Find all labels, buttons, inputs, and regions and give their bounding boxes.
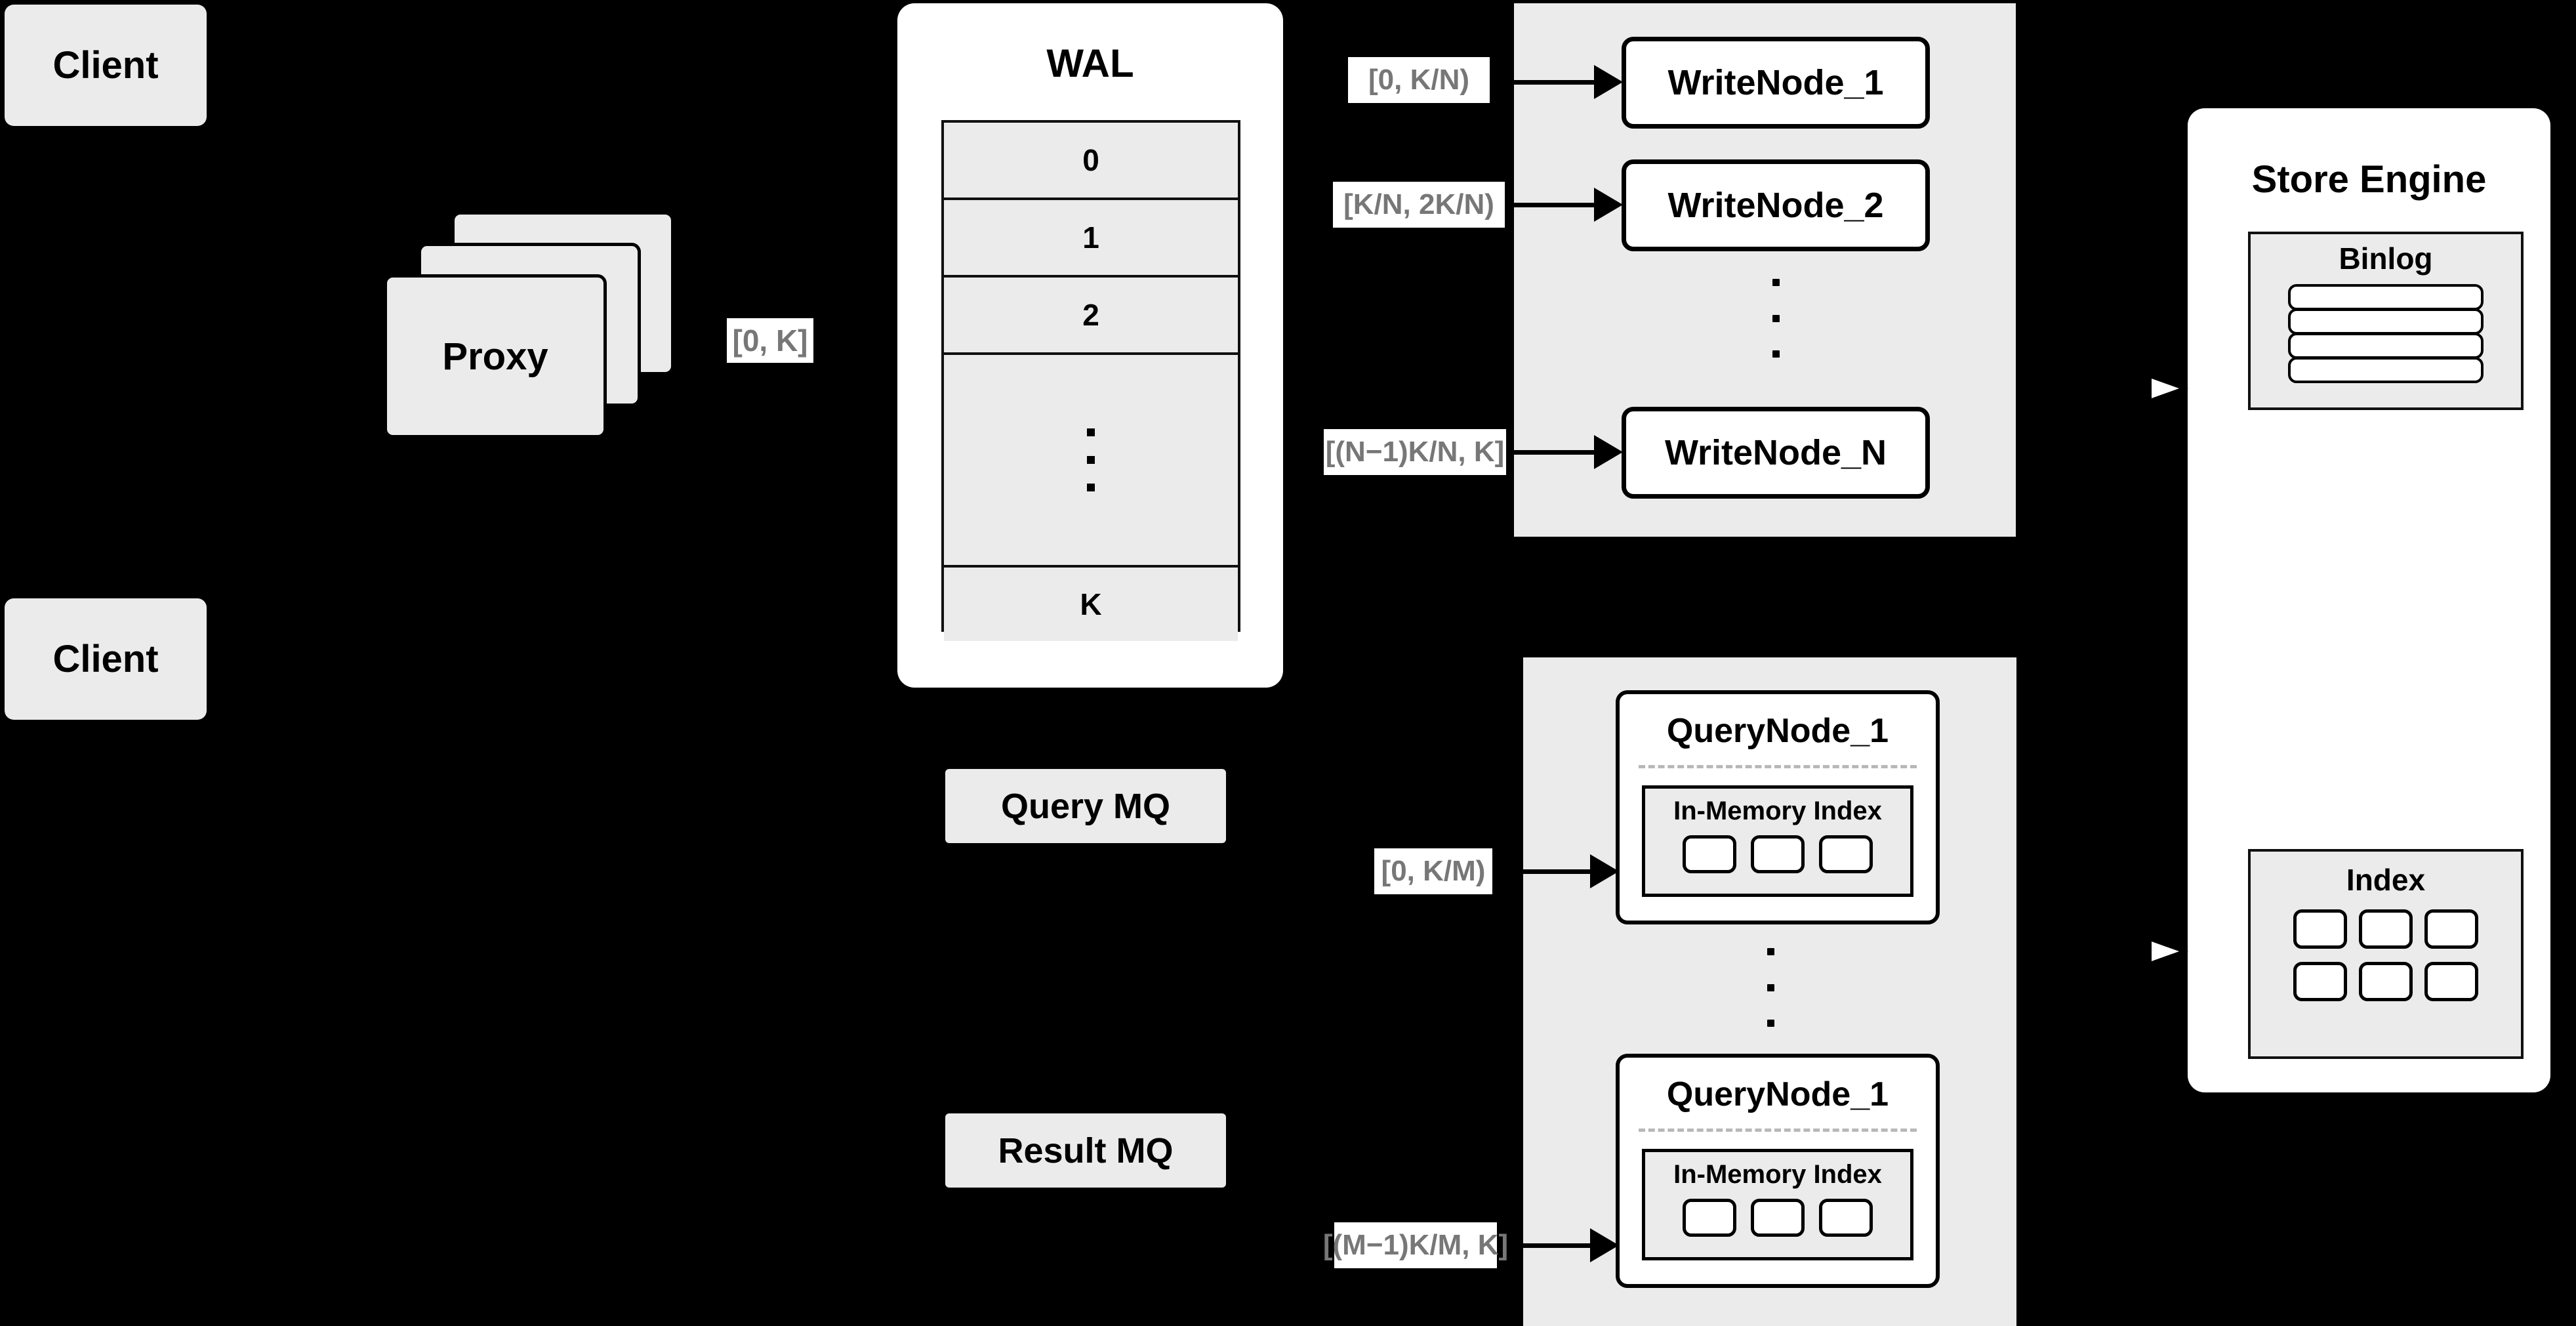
- index-cell: [1683, 1199, 1736, 1237]
- binlog-row: [2288, 308, 2484, 335]
- index-cell: [2359, 909, 2413, 949]
- index-cell: [2293, 962, 2347, 1001]
- wal-entry-table: 0 1 2 K: [941, 120, 1240, 641]
- binlog-row: [2288, 357, 2484, 383]
- result-mq-label: Result MQ: [998, 1130, 1174, 1171]
- client-label: Client: [52, 638, 159, 680]
- query-mq-label: Query MQ: [1000, 786, 1171, 826]
- result-mq-node[interactable]: Result MQ: [945, 1113, 1226, 1188]
- binlog-row: [2288, 333, 2484, 359]
- write-node-label: WriteNode_2: [1667, 186, 1884, 225]
- write-node-2-arrow-head: [1594, 188, 1623, 222]
- write-node-2-arrow-line: [1514, 203, 1596, 207]
- binlog-row: [2288, 284, 2484, 310]
- index-cell: [2359, 962, 2413, 1001]
- query-node-cluster-ellipsis: [1767, 948, 1775, 1027]
- binlog-arrow-head: [2149, 373, 2188, 404]
- write-node-n-arrow-head: [1594, 435, 1623, 469]
- query-node-1-inmemory-index: In-Memory Index: [1641, 785, 1914, 897]
- query-node-1-arrow-line: [1523, 869, 1592, 874]
- binlog-section: Binlog: [2248, 232, 2524, 410]
- index-cell: [1751, 835, 1805, 873]
- write-node-n-range-label: [(N−1)K/N, K]: [1324, 429, 1506, 475]
- proxy-range-label: [0, K]: [727, 318, 813, 363]
- index-cell: [1683, 835, 1736, 873]
- wal-row: 1: [944, 200, 1238, 278]
- write-node-2[interactable]: WriteNode_2: [1622, 159, 1930, 251]
- query-node-1-divider: [1638, 765, 1917, 768]
- write-node-2-range-label: [K/N, 2K/N): [1333, 182, 1505, 228]
- wal-row: 2: [944, 278, 1238, 355]
- index-cell: [2424, 962, 2478, 1001]
- write-node-1[interactable]: WriteNode_1: [1622, 37, 1930, 129]
- query-node-m-arrow-head: [1590, 1228, 1619, 1262]
- query-node-1-range-label: [0, K/M): [1374, 848, 1492, 894]
- write-node-n-arrow-line: [1514, 450, 1596, 455]
- index-cell: [2424, 909, 2478, 949]
- query-mq-node[interactable]: Query MQ: [945, 769, 1226, 843]
- wal-title: WAL: [1046, 41, 1134, 85]
- write-node-cluster-ellipsis: [1772, 279, 1780, 358]
- client-label: Client: [52, 44, 159, 87]
- index-section: Index: [2248, 849, 2524, 1059]
- query-node-m-index-title: In-Memory Index: [1673, 1160, 1882, 1189]
- store-engine-title: Store Engine: [2251, 158, 2487, 201]
- query-node-1[interactable]: QueryNode_1 In-Memory Index: [1616, 690, 1940, 924]
- query-node-m-range-label: [(M−1)K/M, K]: [1323, 1222, 1508, 1268]
- write-node-label: WriteNode_N: [1664, 433, 1887, 472]
- binlog-arrow-line: [2081, 387, 2150, 390]
- proxy-label: Proxy: [442, 335, 548, 378]
- binlog-title: Binlog: [2339, 241, 2433, 276]
- query-node-m[interactable]: QueryNode_1 In-Memory Index: [1616, 1054, 1940, 1288]
- query-node-m-divider: [1638, 1129, 1917, 1132]
- query-node-1-title: QueryNode_1: [1666, 712, 1889, 750]
- query-node-1-arrow-head: [1590, 854, 1619, 888]
- query-node-1-index-title: In-Memory Index: [1673, 797, 1882, 825]
- proxy-node[interactable]: Proxy: [384, 274, 607, 438]
- write-node-label: WriteNode_1: [1667, 63, 1884, 102]
- write-node-1-range-label: [0, K/N): [1348, 57, 1490, 103]
- query-node-m-arrow-line: [1523, 1243, 1592, 1248]
- index-cell: [1819, 835, 1873, 873]
- wal-row: 0: [944, 123, 1238, 200]
- query-node-m-title: QueryNode_1: [1666, 1075, 1889, 1113]
- index-cell: [2293, 909, 2347, 949]
- client-node-top[interactable]: Client: [5, 5, 207, 126]
- write-node-1-arrow-line: [1514, 80, 1596, 85]
- write-node-n[interactable]: WriteNode_N: [1622, 407, 1930, 499]
- index-arrow-line: [2081, 950, 2150, 953]
- index-arrow-head: [2149, 936, 2188, 967]
- write-node-1-arrow-head: [1594, 65, 1623, 99]
- client-node-bottom[interactable]: Client: [5, 598, 207, 720]
- index-title: Index: [2346, 863, 2426, 897]
- index-cell: [1751, 1199, 1805, 1237]
- wal-row: K: [944, 568, 1238, 641]
- index-cell: [1819, 1199, 1873, 1237]
- query-node-m-inmemory-index: In-Memory Index: [1641, 1149, 1914, 1260]
- wal-row-ellipsis: [944, 355, 1238, 568]
